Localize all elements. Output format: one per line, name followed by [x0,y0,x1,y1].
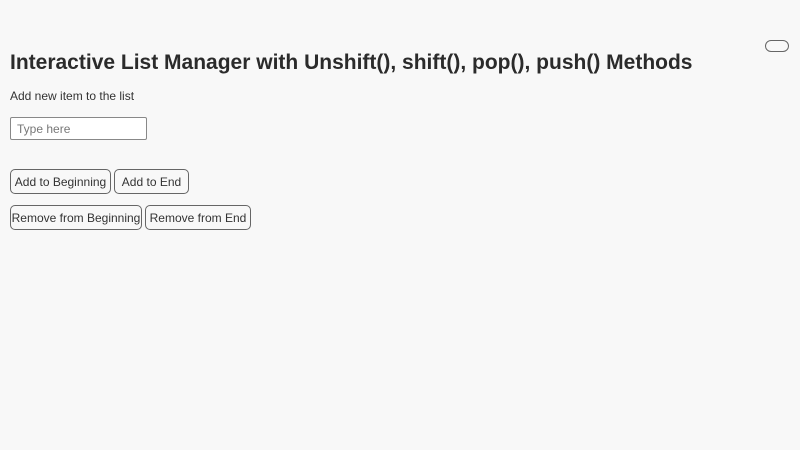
toggle-button[interactable] [765,40,789,52]
remove-from-beginning-button[interactable]: Remove from Beginning [10,205,142,230]
input-label: Add new item to the list [10,89,135,103]
remove-from-end-button[interactable]: Remove from End [145,205,251,230]
add-to-beginning-button[interactable]: Add to Beginning [10,169,111,194]
page-title: Interactive List Manager with Unshift(),… [10,51,693,74]
item-input[interactable] [10,117,147,140]
add-to-end-button[interactable]: Add to End [114,169,189,194]
